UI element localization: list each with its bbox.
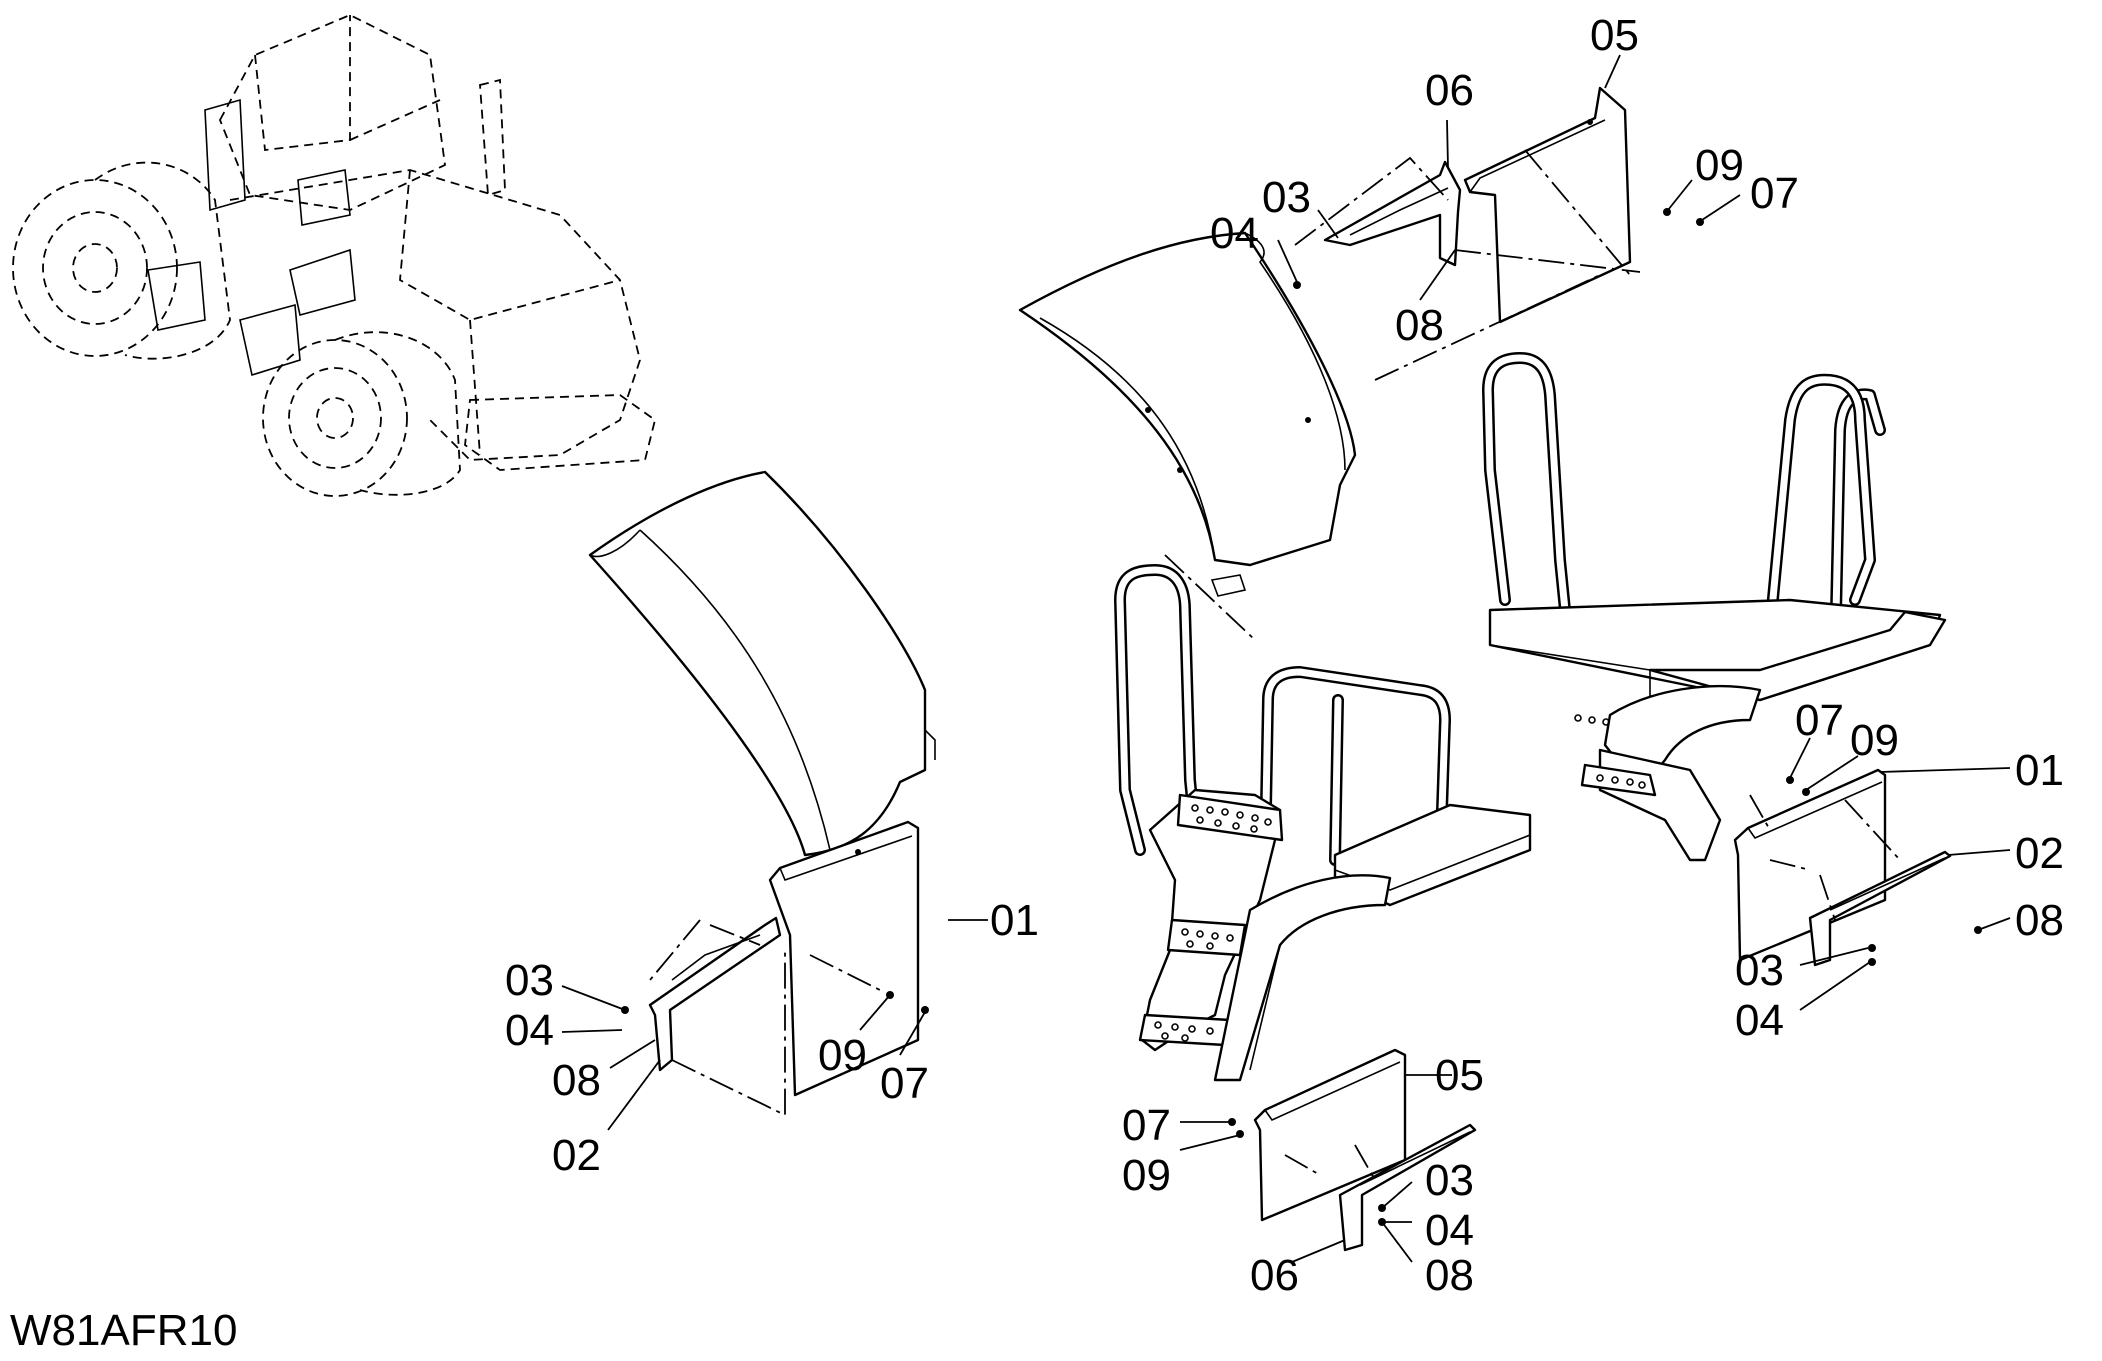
lower-center-labels: 05 07 09 03 04 06 08 bbox=[1122, 1051, 1484, 1300]
leader-lines bbox=[561, 54, 2011, 1263]
right-mud-flap-01 bbox=[1733, 768, 1887, 962]
right-flap-group bbox=[1733, 768, 1982, 967]
lower-flap-05 bbox=[1253, 1048, 1407, 1222]
top-flap-05 bbox=[1463, 86, 1632, 324]
label-top-06: 06 bbox=[1425, 66, 1474, 115]
step-perforations bbox=[1154, 804, 1272, 1042]
label-lower-05: 05 bbox=[1435, 1051, 1484, 1100]
label-left-07: 07 bbox=[880, 1059, 929, 1108]
left-fender-labels: 01 03 04 08 02 09 07 bbox=[505, 896, 1039, 1180]
top-center-fender-group bbox=[1018, 86, 1704, 641]
label-right-03: 03 bbox=[1735, 946, 1784, 995]
label-top-04: 04 bbox=[1210, 209, 1259, 258]
label-lower-09: 09 bbox=[1122, 1151, 1171, 1200]
label-right-07: 07 bbox=[1795, 696, 1844, 745]
loader-overview-illustration bbox=[12, 14, 657, 497]
label-right-08: 08 bbox=[2015, 896, 2064, 945]
label-top-05: 05 bbox=[1590, 11, 1639, 60]
left-bracket-02 bbox=[648, 916, 782, 1072]
label-top-07: 07 bbox=[1750, 169, 1799, 218]
label-lower-06: 06 bbox=[1250, 1251, 1299, 1300]
label-lower-03: 03 bbox=[1425, 1156, 1474, 1205]
label-lower-04: 04 bbox=[1425, 1206, 1474, 1255]
left-fender-shell bbox=[588, 470, 927, 857]
label-lower-08: 08 bbox=[1425, 1251, 1474, 1300]
label-left-08: 08 bbox=[552, 1056, 601, 1105]
label-left-04: 04 bbox=[505, 1006, 554, 1055]
center-steps-assembly bbox=[1114, 564, 1532, 1082]
label-left-01: 01 bbox=[990, 896, 1039, 945]
label-right-04: 04 bbox=[1735, 996, 1784, 1045]
label-lower-07: 07 bbox=[1122, 1101, 1171, 1150]
right-step-assembly bbox=[1482, 352, 1947, 862]
label-top-08: 08 bbox=[1395, 301, 1444, 350]
label-right-09: 09 bbox=[1850, 716, 1899, 765]
lower-bracket-06 bbox=[1338, 1123, 1477, 1252]
left-mud-flap-01 bbox=[768, 820, 920, 1097]
label-right-01: 01 bbox=[2015, 746, 2064, 795]
label-top-03: 03 bbox=[1262, 173, 1311, 222]
top-center-labels: 05 06 03 04 08 09 07 bbox=[1210, 11, 1799, 350]
label-top-09: 09 bbox=[1695, 141, 1744, 190]
top-arch-fender-shell bbox=[1018, 231, 1357, 567]
right-bracket-02 bbox=[1808, 850, 1952, 967]
label-left-09: 09 bbox=[818, 1031, 867, 1080]
label-left-02: 02 bbox=[552, 1131, 601, 1180]
label-left-03: 03 bbox=[505, 956, 554, 1005]
lower-center-flap-group bbox=[1228, 1048, 1477, 1252]
label-right-02: 02 bbox=[2015, 829, 2064, 878]
right-flap-labels: 07 09 01 02 08 03 04 bbox=[1735, 696, 2064, 1045]
drawing-code: W81AFR10 bbox=[10, 1306, 237, 1355]
left-fender-group bbox=[588, 470, 936, 1117]
